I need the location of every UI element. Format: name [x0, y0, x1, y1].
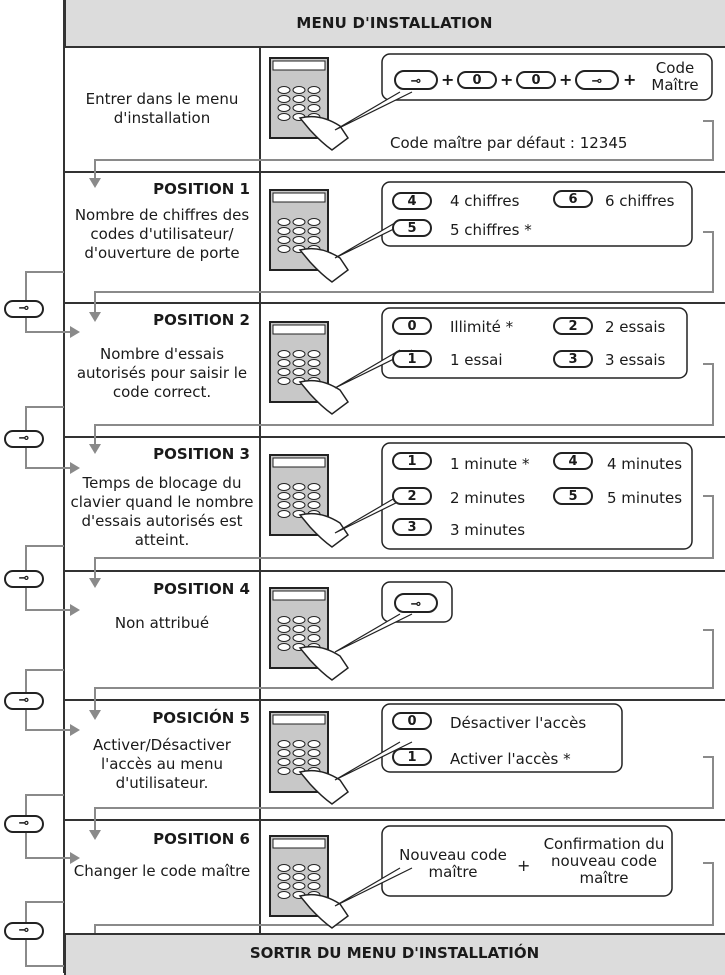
option-label: 3 essais [605, 351, 666, 369]
option-key: 4 [392, 192, 432, 210]
position-6-title: POSITION 6 [153, 830, 250, 848]
option-label: 5 minutes [607, 489, 683, 507]
position-5-description: Activer/Désactiver l'accès au menu d'uti… [93, 736, 231, 792]
option-label: Activer l'accès * [450, 750, 571, 768]
key-icon: ⊸ [394, 593, 438, 613]
option-label: Illimité * [450, 318, 514, 336]
position-4-description: Non attribué [114, 614, 210, 632]
keypad-hand-icon [269, 189, 350, 283]
key-icon: ⊸ [4, 300, 44, 318]
keypad-hand-icon [269, 835, 350, 929]
header-bar [64, 0, 725, 48]
option-key: 0 [392, 712, 432, 730]
position-5-title: POSICIÓN 5 [152, 709, 250, 727]
speech-bubble [381, 181, 693, 247]
option-key: 2 [392, 487, 432, 505]
option-label: 3 minutes [450, 521, 526, 539]
master-code-label: Code Maître [651, 59, 699, 94]
option-label: 1 minute * [450, 455, 530, 473]
footer-title: SORTIR DU MENU D'INSTALLATIÓN [249, 944, 540, 962]
option-label: 2 minutes [450, 489, 526, 507]
option-label: 2 essais [605, 318, 666, 336]
option-key: 0 [392, 317, 432, 335]
option-key: 6 [553, 190, 593, 208]
entry-label: Entrer dans le menu d'installation [85, 90, 239, 127]
option-key: 1 [392, 350, 432, 368]
footer-bar [64, 933, 725, 975]
keypad-hand-icon [269, 587, 350, 681]
option-label: 4 minutes [607, 455, 683, 473]
key-icon: ⊸ [4, 922, 44, 940]
position-6-description: Changer le code maître [73, 862, 251, 880]
key-icon: ⊸ [4, 430, 44, 448]
option-key: 5 [553, 487, 593, 505]
position-3-description: Temps de blocage du clavier quand le nom… [70, 474, 254, 549]
entry-digit-2: 0 [516, 71, 556, 89]
position-2-title: POSITION 2 [153, 311, 250, 329]
option-label: 6 chiffres [605, 192, 675, 210]
option-key: 2 [553, 317, 593, 335]
key-icon: ⊸ [4, 692, 44, 710]
default-code-text: Code maître par défaut : 12345 [390, 134, 628, 152]
option-key: 1 [392, 452, 432, 470]
option-key: 1 [392, 748, 432, 766]
key-icon: ⊸ [4, 815, 44, 833]
key-icon: ⊸ [4, 570, 44, 588]
position-1-description: Nombre de chiffres des codes d'utilisate… [74, 206, 250, 262]
option-label: 5 chiffres * [450, 221, 532, 239]
plus-sign: + [517, 856, 531, 875]
entry-digit-1: 0 [457, 71, 497, 89]
new-code-label: Nouveau code maître [399, 846, 507, 881]
header-title: MENU D'INSTALLATION [296, 14, 493, 32]
option-label: 1 essai [450, 351, 503, 369]
speech-bubble [381, 825, 673, 897]
option-key: 5 [392, 219, 432, 237]
speech-bubble [381, 703, 623, 773]
keypad-hand-icon [269, 454, 350, 548]
option-key: 4 [553, 452, 593, 470]
option-label: 4 chiffres [450, 192, 520, 210]
position-4-title: POSITION 4 [153, 580, 250, 598]
option-key: 3 [392, 518, 432, 536]
position-3-title: POSITION 3 [153, 445, 250, 463]
position-2-description: Nombre d'essais autorisés pour saisir le… [76, 345, 248, 401]
key-icon: ⊸ [394, 70, 438, 90]
option-key: 3 [553, 350, 593, 368]
keypad-hand-icon [269, 321, 350, 415]
confirm-code-label: Confirmation du nouveau code maître [543, 835, 665, 887]
keypad-hand-icon [269, 57, 350, 151]
position-1-title: POSITION 1 [153, 180, 250, 198]
option-label: Désactiver l'accès [450, 714, 587, 732]
speech-bubble [381, 307, 688, 379]
key-icon: ⊸ [575, 70, 619, 90]
keypad-hand-icon [269, 711, 350, 805]
speech-bubble [381, 442, 693, 550]
